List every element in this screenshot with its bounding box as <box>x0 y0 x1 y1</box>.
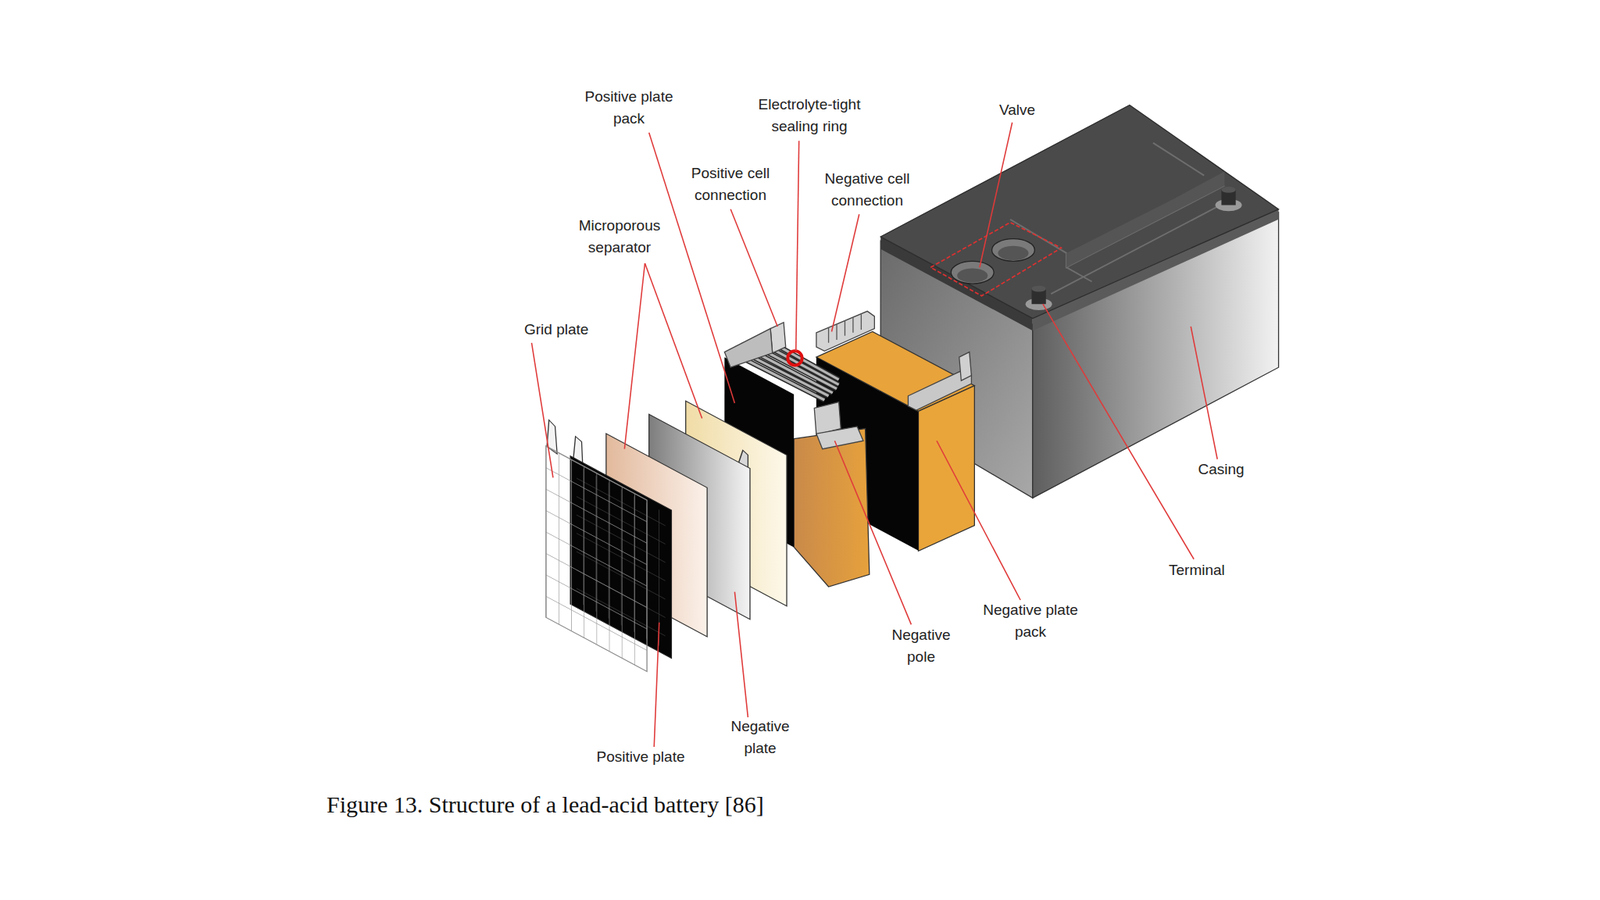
valve <box>997 246 1029 261</box>
part-label: Terminal <box>1168 559 1225 582</box>
leader-line <box>979 122 1013 268</box>
leader-line <box>730 209 778 327</box>
valve <box>957 268 988 283</box>
sealing-ring <box>787 350 802 365</box>
pack-right-face <box>793 428 870 587</box>
lid-ridge <box>1010 142 1225 294</box>
figure-caption: Figure 13. Structure of a lead-acid batt… <box>326 790 765 819</box>
leader-line <box>644 263 702 419</box>
valve-outline <box>930 222 1061 297</box>
part-label: Negative plate <box>721 715 800 760</box>
part-label: Electrolyte-tight sealing ring <box>741 93 879 138</box>
part-label: Casing <box>1198 458 1245 481</box>
part-label: Microporous separator <box>564 214 675 259</box>
leader-line <box>734 592 748 718</box>
leader-line <box>834 440 911 625</box>
connector-comb <box>816 310 875 351</box>
comb-teeth <box>828 314 862 343</box>
part-label: Negative pole <box>882 624 961 668</box>
part-label: Negative plate pack <box>974 599 1088 643</box>
part-label: Positive plate <box>596 746 686 768</box>
terminal-top <box>1031 285 1046 293</box>
pack-right-face <box>918 385 975 552</box>
leader-line <box>796 140 800 351</box>
terminal <box>1025 285 1053 311</box>
leader-line <box>936 440 1021 600</box>
leader-line <box>653 622 660 747</box>
leader-line <box>1042 303 1194 560</box>
negative-pole <box>816 426 864 450</box>
part-label: Positive cell connection <box>671 162 790 207</box>
part-label: Positive plate pack <box>574 85 684 130</box>
leader-line <box>831 214 859 332</box>
cell-lug <box>959 352 972 382</box>
part-label: Negative cell connection <box>808 167 926 212</box>
positive-cell-bar <box>724 328 772 368</box>
negative-cell-connection <box>816 310 875 351</box>
leader-lines <box>531 122 1218 747</box>
part-label: Valve <box>999 99 1036 122</box>
valve <box>950 260 994 284</box>
lid-ridge <box>1066 171 1225 268</box>
lid-top <box>880 105 1279 319</box>
terminal-top <box>1221 186 1236 193</box>
grid-plate-mesh <box>546 446 647 672</box>
leader-line <box>624 263 645 450</box>
leader-line <box>1190 326 1218 460</box>
part-label: Grid plate <box>524 318 589 341</box>
terminal <box>1215 186 1243 211</box>
positive-cell-connection <box>770 322 786 354</box>
valve <box>992 239 1036 262</box>
leader-line <box>531 342 553 478</box>
